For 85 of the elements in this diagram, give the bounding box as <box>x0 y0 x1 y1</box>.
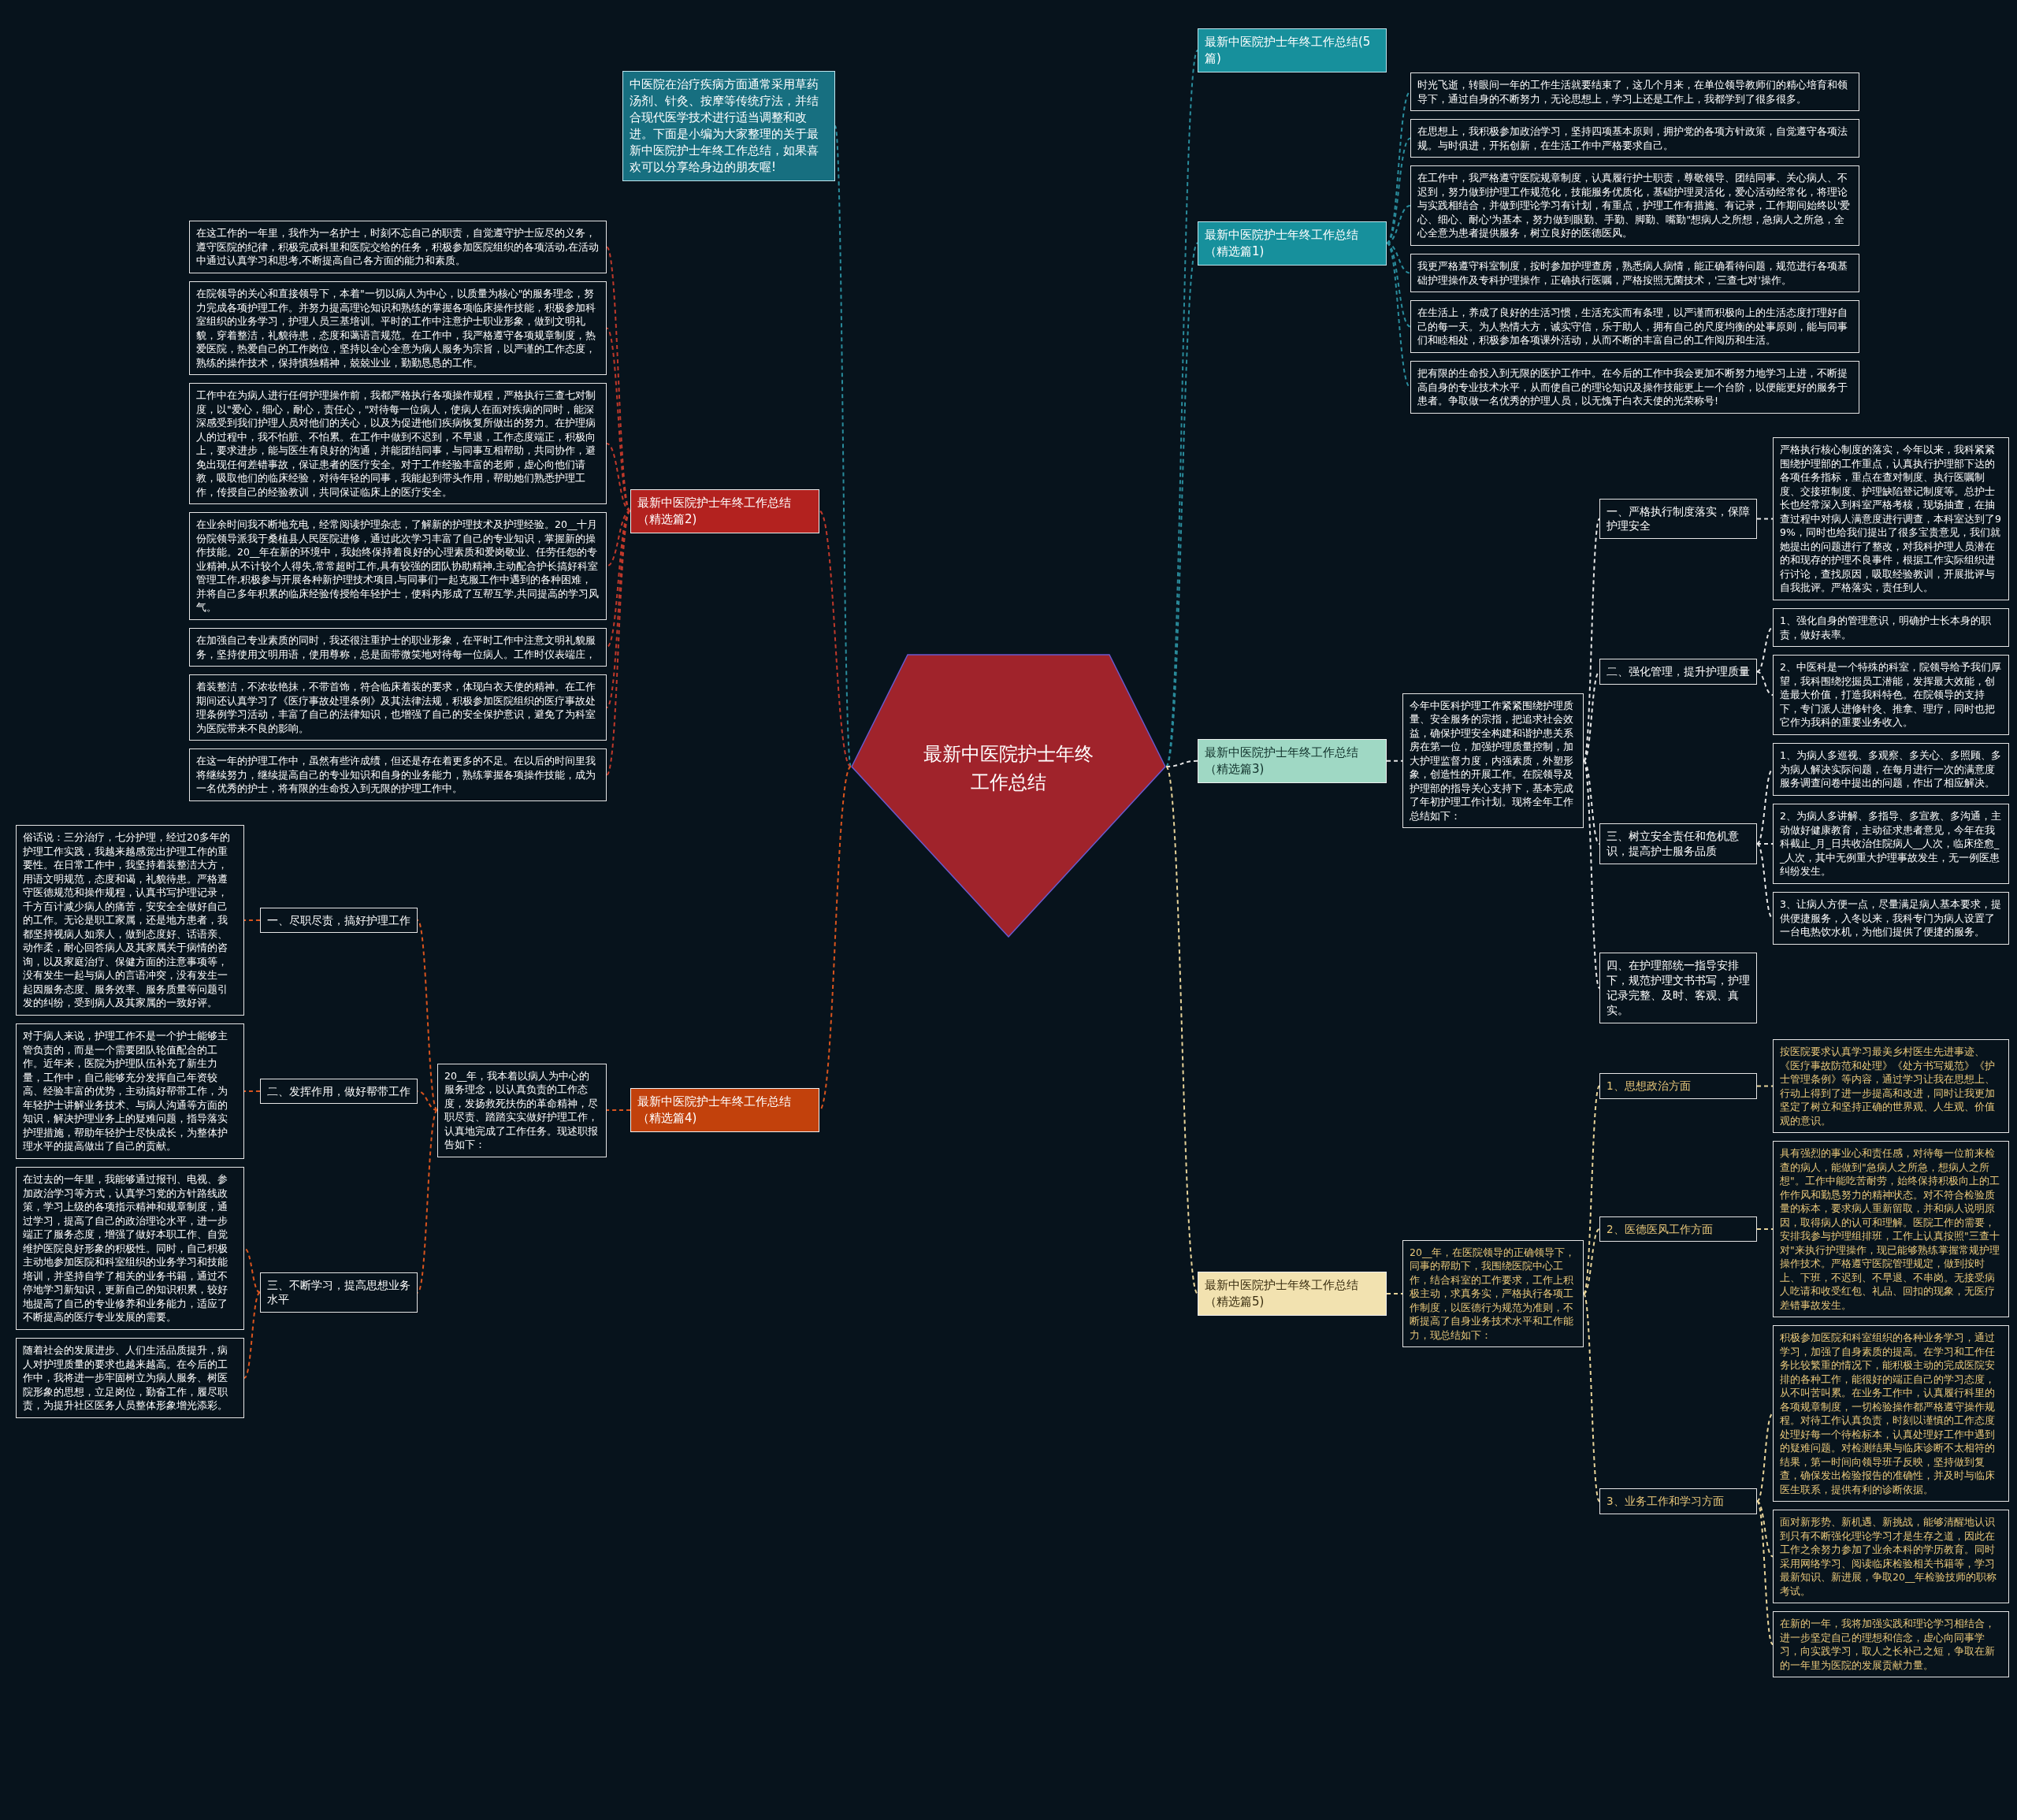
connector <box>243 1291 261 1379</box>
text-box: 严格执行核心制度的落实，今年以来，我科紧紧围绕护理部的工作重点，认真执行护理部下达的各项任务指标，重点在查对制度、执行医嘱制度、交接班制度、护理缺陷登记制度等。总护士长也经常深入到科室严格考核，现场抽查，在抽查过程中对病人满意度进行调查，本科室达到了99%，同时也给我们提出了很多宝贵意见，我们就她提出的问题进行了整改，对我科护理人员潜在的和现存的护理不良事件，根据工作实际组织进行讨论，查找原因，吸取经验教训，开展批评与自我批评。严格落实，责任到人。 <box>1773 437 2009 600</box>
text-box: 我更严格遵守科室制度，按时参加护理查房，熟悉病人病情，能正确看待问题，规范进行各项基础护理操作及专科护理操作，正确执行医嘱，严格按照无菌技术，'三查七对'操作。 <box>1410 254 1859 292</box>
text-box: 1、强化自身的管理意识，明确护士长本身的职责，做好表率。 <box>1773 608 2009 647</box>
pentagon-node: 最新中医院护士年终工作总结 <box>851 654 1166 938</box>
text-box: 在工作中，我严格遵守医院规章制度，认真履行护士职责，尊敬领导、团结同事、关心病人、不迟到，努力做到护理工作规范化，技能服务优质化，基础护理灵活化，爱心活动经常化，将理论与实践相结合，并做到理论学习有计划，有重点，护理工作有措施、有记录，工作期间始终以'爱心、细心、耐心'为基本，努力做到眼勤、手勤、脚勤、嘴勤"想病人之所想，急病人之所急，全心全意为患者提供服务，树立良好的医德医风。 <box>1410 165 1859 246</box>
text-box: 积极参加医院和科室组织的各种业务学习，通过学习，加强了自身素质的提高。在学习和工作任务比较繁重的情况下，能积极主动的完成医院安排的各种工作，能很好的端正自己的学习态度，从不叫苦叫累。在业务工作中，认真履行科里的各项规章制度，一切检验操作都严格遵守操作规程。对待工作认真负责，时刻以谨慎的工作态度处理好每一个待检标本，认真处理好工作中遇到的疑难问题。对检测结果与临床诊断不太相符的结果，第一时间向领导班子反映，坚持做到复查，确保发出检验报告的准确性，并及时与临床医生联系，提供有利的诊断依据。 <box>1773 1325 2009 1502</box>
branch-box: 最新中医院护士年终工作总结（精选篇3) <box>1198 738 1387 783</box>
branch-box: 最新中医院护士年终工作总结（精选篇5) <box>1198 1272 1387 1316</box>
text-box: 面对新形势、新机遇、新挑战，能够清醒地认识到只有不断强化理论学习才是生存之道，因此在工作之余努力参加了业余本科的学历教育。同时采用网络学习、阅读临床检验相关书籍等，学习最新知识、新进展，争取20__年检验技师的职称考试。 <box>1773 1510 2009 1603</box>
connector <box>1756 843 1774 919</box>
connector <box>1386 760 1403 762</box>
connector <box>1386 1293 1403 1294</box>
text-box: 随着社会的发展进步、人们生活品质提升，病人对护理质量的要求也越来越高。在今后的工作中，我将进一步牢固树立为病人服务、树医院形象的思想，立足岗位，勤奋工作，履尽职责，为提升社区医务人员整体形象增光添彩。 <box>16 1338 244 1418</box>
connector <box>606 1109 631 1111</box>
text-box: 在生活上，养成了良好的生活习惯，生活充实而有条理，以严谨而积极向上的生活态度打理好自己的每一天。为人热情大方，诚实守信，乐于助人，拥有自己的尺度均衡的处事原则，能与同事们和睦相处，积极参加各项课外活动，从而不断的丰富自己的工作阅历和生活。 <box>1410 300 1859 353</box>
text-box: 2、为病人多讲解、多指导、多宣教、多沟通，主动做好健康教育，主动征求患者意见，今年在我科截止_月_日共收治住院病人__人次，临床痊愈__人次，其中无例重大护理事故发生，无一例医患纠纷发生。 <box>1773 804 2009 884</box>
connector <box>819 510 852 767</box>
connector <box>417 919 438 1111</box>
heading-box: 3、业务工作和学习方面 <box>1599 1488 1757 1514</box>
text-box: 按医院要求认真学习最美乡村医生先进事迹、《医疗事故防范和处理》《处方书写规范》《护士管理条例》等内容，通过学习让我在思想上、行动上得到了进一步提高和改进，同时让我更加坚定了树立和坚持正确的世界观、人生观、价值观的意识。 <box>1773 1039 2009 1133</box>
text-box: 具有强烈的事业心和责任感，对待每一位前来检查的病人，能做到"急病人之所急，想病人之所想"。工作中能吃苦耐劳，始终保持积极向上的工作作风和勤恳努力的精神状态。对不符合检验质量的标本，要求病人重新留取，并和病人说明原因，取得病人的认可和理解。医院工作的需要，安排我参与护理组排班，工作上认真按照"三查十对"来执行护理操作，现已能够熟练掌握常规护理操作技术。严格遵守医院管理规定，做到按时上、下班，不迟到、不早退、不串岗。无接受病人吃请和收受红包、礼品、回扣的现象，无医疗差错事故发生。 <box>1773 1141 2009 1317</box>
connector <box>1165 766 1198 1294</box>
connector <box>1756 843 1774 845</box>
branch-box: 最新中医院护士年终工作总结（精选篇4) <box>630 1088 819 1132</box>
connector <box>1756 1500 1774 1558</box>
connector <box>1756 1085 1774 1087</box>
heading-box: 三、不断学习，提高思想业务水平 <box>260 1272 418 1313</box>
heading-box: 二、发挥作用，做好帮带工作 <box>260 1078 418 1105</box>
branch-box: 最新中医院护士年终工作总结(5篇) <box>1198 28 1387 72</box>
text-box: 对于病人来说，护理工作不是一个护士能够主管负责的，而是一个需要团队轮值配合的工作。近年来，医院为护理队伍补充了新生力量，工作中，自己能够充分发挥自己年资较高、经验丰富的优势，主动搞好帮带工作，为年轻护士讲解业务技术、与病人沟通等方面的知识，解决护理业务上的疑难问题，指导落实护理措施，帮助年轻护士尽快成长，为整体护理水平的提高做出了自己的贡献。 <box>16 1023 244 1159</box>
text-box: 1、为病人多巡视、多观察、多关心、多照顾、多为病人解决实际问题，在每月进行一次的满意度服务调查问卷中提出的问题，作出了相应解决。 <box>1773 743 2009 796</box>
text-box: 把有限的生命投入到无限的医护工作中。在今后的工作中我会更加不断努力地学习上进，不断提高自身的专业技术水平，从而使自己的理论知识及操作技能更上一个台阶，以便能更好的服务于患者。争取做一名优秀的护理人员，以无愧于白衣天使的光荣称号! <box>1410 361 1859 414</box>
connector <box>1165 242 1198 767</box>
text-box: 工作中在为病人进行任何护理操作前，我都严格执行各项操作规程，严格执行三查七对制度，以"爱心，细心，耐心，责任心，"对待每一位病人，使病人在面对疾病的同时，能深深感受到我们护理人员对他们的关心，以及为促进他们疾病恢复所做出的努力。在护理病人的过程中，我不怕脏、不怕累。在工作中做到不迟到，不早退，工作态度端正，积极向上，要求进步，能与医生有良好的沟通，并能团结同事，与同事互相帮助，共同协作，避免出现任何差错事故，保证患者的医疗安全。对于工作经验丰富的老师，虚心向他们请教，吸取他们的临床经验，对待年轻的同事，我能起到带头作用，帮助她们熟悉护理工作，传授自己的经验教训，共同保证临床上的医疗安全。 <box>189 383 607 504</box>
connector <box>1756 626 1774 673</box>
connector <box>1583 760 1600 845</box>
heading-box: 1、思想政治方面 <box>1599 1073 1757 1099</box>
connector <box>1386 137 1411 244</box>
connector <box>1756 670 1774 696</box>
text-box: 2、中医科是一个特殊的科室，院领导给予我们厚望，我科围绕挖掘员工潜能，发挥最大效能，创造最大价值，打造我科特色。在院领导的支持下，专门派人进修针灸、推拿、理疗，同时也把它作为我科的重要业务收入。 <box>1773 655 2009 735</box>
text-box: 在这工作的一年里，我作为一名护士，时刻不忘自己的职责，自觉遵守护士应尽的义务，遵守医院的纪律，积极完成科里和医院交给的任务，积极参加医院组织的各项活动,在活动中通过认真学习和思考,不断提高自己各方面的能力和素质。 <box>189 221 607 273</box>
connector <box>243 919 261 921</box>
text-box: 在思想上，我积极参加政治学习，坚持四项基本原则，拥护党的各项方针政策，自觉遵守各项法规。与时俱进，开拓创新，在生活工作中严格要求自己。 <box>1410 119 1859 158</box>
connector <box>606 510 631 567</box>
text-box: 在业余时间我不断地充电，经常阅读护理杂志，了解新的护理技术及护理经验。20__十月份院领导派我于桑植县人民医院进修，通过此次学习丰富了自己的专业知识，掌握新的操作技能。20__年在新的环境中，我始终保持着良好的心理素质和爱岗敬业、任劳任怨的专业精神,从不计较个人得失,常常超时工作,具有较强的团队协助精神,主动配合护长搞好科室管理工作,积极参与开展各种新护理技术项目,与同事们一起克服工作中遇到的各种困难，并将自己多年积累的临床经验传授给年轻护士，使科内形成了互帮互学,共同提高的学习风气。 <box>189 512 607 620</box>
connector <box>1756 1413 1774 1502</box>
heading-box: 四、在护理部统一指导安排下，规范护理文书书写，护理记录完整、及时、客观、真实。 <box>1599 953 1757 1023</box>
text-box: 在加强自己专业素质的同时，我还很注重护士的职业形象，在平时工作中注意文明礼貌服务，坚持使用文明用语，使用尊称，总是面带微笑地对待每一位病人。工作时仪表端庄， <box>189 628 607 667</box>
connector <box>243 1090 261 1092</box>
text-box: 3、让病人方便一点，尽量满足病人基本要求，提供便捷服务，入冬以来，我科专门为病人设置了一台电热饮水机，为他们提供了便捷的服务。 <box>1773 892 2009 945</box>
connector <box>1583 1085 1600 1294</box>
connector <box>1583 1228 1600 1294</box>
connector <box>1756 1228 1774 1230</box>
text-box: 在这一年的护理工作中，虽然有些许成绩，但还是存在着更多的不足。在以后的时间里我将继续努力，继续提高自己的专业知识和自身的业务能力，熟练掌握各项操作技能，成为一名优秀的护士，将有限的生命投入到无限的护理工作中。 <box>189 748 607 801</box>
branch-box: 最新中医院护士年终工作总结（精选篇1) <box>1198 221 1387 266</box>
text-box: 在过去的一年里，我能够通过报刊、电视、参加政治学习等方式，认真学习党的方针路线政策，学习上级的各项指示精神和规章制度，通过学习，提高了自己的政治理论水平，进一步端正了服务态度，增强了做好本职工作、自觉维护医院良好形象的积极性。同时，自己积极主动地参加医院和科室组织的业务学习和技能培训，并坚持自学了相关的业务书籍，通过不停地学习新知识，更新自己的知识积累，较好地提高了自己的专业修养和业务能力，适应了不断提高的医疗专业发展的需要。 <box>16 1167 244 1330</box>
connector <box>1756 518 1774 520</box>
connector <box>243 1247 261 1294</box>
text-box: 20__年，我本着以病人为中心的服务理念，以认真负责的工作态度，发扬救死扶伤的革命精神，尽职尽责、踏踏实实做好护理工作，认真地完成了工作任务。现述职报告如下： <box>437 1063 607 1157</box>
connector <box>1583 1293 1600 1502</box>
connector <box>819 766 852 1111</box>
connector <box>1756 1500 1774 1645</box>
connector <box>1386 91 1411 244</box>
connector <box>1583 760 1600 989</box>
text-box: 时光飞逝，转眼间一年的工作生活就要结束了，这几个月来，在单位领导教师们的精心培育和领导下，通过自身的不断努力，无论思想上，学习上还是工作上，我都学到了很多很多。 <box>1410 72 1859 111</box>
intro-box: 中医院在治疗疾病方面通常采用草药汤剂、针灸、按摩等传统疗法，并结合现代医学技术进行适当调整和改进。下面是小编为大家整理的关于最新中医院护士年终工作总结，如果喜欢可以分享给身边的朋友喔! <box>622 71 835 181</box>
text-box: 在新的一年，我将加强实践和理论学习相结合，进一步坚定自己的理想和信念，虚心向同事学习，向实践学习，取人之长补己之短，争取在新的一年里为医院的发展贡献力量。 <box>1773 1611 2009 1677</box>
heading-box: 一、严格执行制度落实，保障护理安全 <box>1599 498 1757 540</box>
text-box: 在院领导的关心和直接领导下，本着"一切以病人为中心，以质量为核心"的服务理念，努力完成各项护理工作。并努力提高理论知识和熟练的掌握各项临床操作技能，积极参加科室组织的业务学习，护理人员三基培训。平时的工作中注意护士职业形象，做到文明礼貌，穿着整洁，礼貌待患，态度和蔼语言规范。在工作中，我严格遵守各项规章制度，热爱医院，热爱自己的工作岗位，坚持以全心全意为病人服务为宗旨，以严谨的工作态度，熟练的操作技术，保持慎独精神，兢兢业业，勤勤恳恳的工作。 <box>189 281 607 375</box>
connector <box>1583 518 1600 762</box>
connector <box>834 125 852 767</box>
heading-box: 二、强化管理，提升护理质量 <box>1599 659 1757 685</box>
branch-box: 最新中医院护士年终工作总结（精选篇2) <box>630 488 819 533</box>
text-box: 今年中医科护理工作紧紧围绕护理质量、安全服务的宗指，把追求社会效益，确保护理安全构建和谐护患关系房在第一位，加强护理质量控制，加大护理监督力度，内强素质，外塑形象，创造性的开展工作。在院领导及护理部的指导关心支持下，基本完成了年初护理工作计划。现将全年工作总结如下： <box>1402 693 1584 829</box>
heading-box: 一、尽职尽责，搞好护理工作 <box>260 907 418 934</box>
connector <box>606 510 631 776</box>
text-box: 20__年，在医院领导的正确领导下，同事的帮助下，我围绕医院中心工作，结合科室的工作要求，工作上积极主动，求真务实，严格执行各项工作制度，以医德行为规范为准则，不断提高了自身业务技术水平和工作能力，现总结如下： <box>1402 1239 1584 1347</box>
connector <box>1386 242 1411 388</box>
text-box: 俗话说：三分治疗，七分护理，经过20多年的护理工作实践，我越来越感觉出护理工作的重要性。在日常工作中，我坚持着装整洁大方，用语文明规范，态度和谒，礼貌待患。严格遵守医德规范和操作规程，认真书写护理记录，千方百计减少病人的痛苦，安安全全做好自己的工作。无论是职工家属，还是地方患者，我都坚持视病人如亲人，做到态度好、话语亲、动作柔，耐心回答病人及其家属关于病情的咨询，以及家庭治疗、保健方面的注意事项等，没有发生一起与病人的言语冲突，没有发生一起因服务态度、服务效率、服务质量等问题引发的纠纷，受到病人及其家属的一致好评。 <box>16 825 244 1016</box>
heading-box: 三、树立安全责任和危机意识，提高护士服务品质 <box>1599 823 1757 864</box>
text-box: 着装整洁，不浓妆艳抹，不带首饰，符合临床着装的要求，体现白衣天使的精神。在工作期间还认真学习了《医疗事故处理条例》及其法律法规，积极参加医院组织的医疗事故处理条例学习活动，丰富了自己的法律知识，也增强了自己的安全保护意识，避免了为科室为医院带来不良的影响。 <box>189 674 607 741</box>
heading-box: 2、医德医风工作方面 <box>1599 1216 1757 1242</box>
connector <box>606 443 631 512</box>
connector <box>1165 760 1198 767</box>
